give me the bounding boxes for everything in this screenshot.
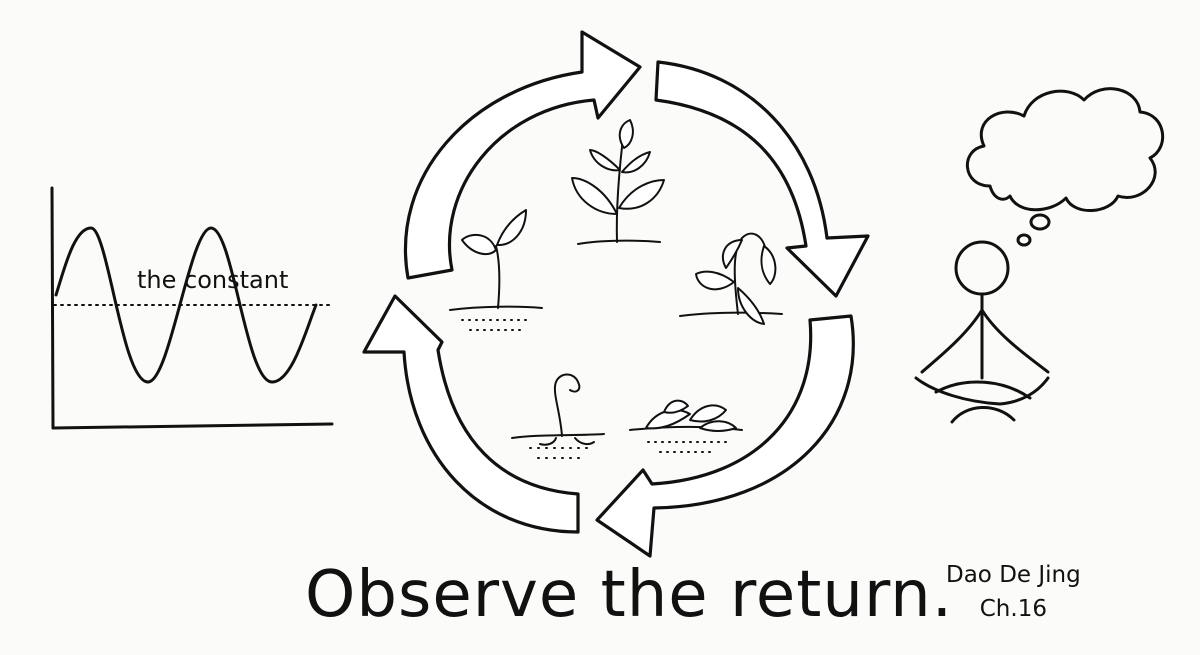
stage-young-plant <box>571 119 665 245</box>
figure-head <box>954 240 1010 296</box>
thought-cloud <box>966 87 1165 247</box>
wave-x-axis <box>51 422 334 430</box>
stage-wilting-plant <box>679 232 783 325</box>
constant-label: the constant <box>137 266 289 294</box>
arrow-top <box>403 30 642 280</box>
source-chapter: Ch.16 <box>979 596 1047 622</box>
stage-decayed-plant <box>629 399 743 453</box>
thought-dot-small <box>1016 233 1032 247</box>
source-citation: Dao De Jing Ch.16 <box>946 558 1081 626</box>
sine-wave <box>54 226 318 384</box>
arrow-bottom <box>595 314 855 558</box>
thought-dot-large <box>1029 213 1051 231</box>
arrow-left <box>362 294 580 534</box>
wave-chart <box>50 186 334 430</box>
stage-sprouting-seed <box>511 373 605 459</box>
source-book: Dao De Jing <box>946 562 1081 588</box>
meditating-figure <box>914 240 1050 424</box>
thought-cloud-bubble <box>966 87 1165 212</box>
wave-y-axis <box>50 186 55 430</box>
cycle-arrows <box>362 30 870 558</box>
page-title: Observe the return. <box>305 558 954 632</box>
arrow-right <box>654 60 870 298</box>
stage-seedling <box>449 209 543 331</box>
